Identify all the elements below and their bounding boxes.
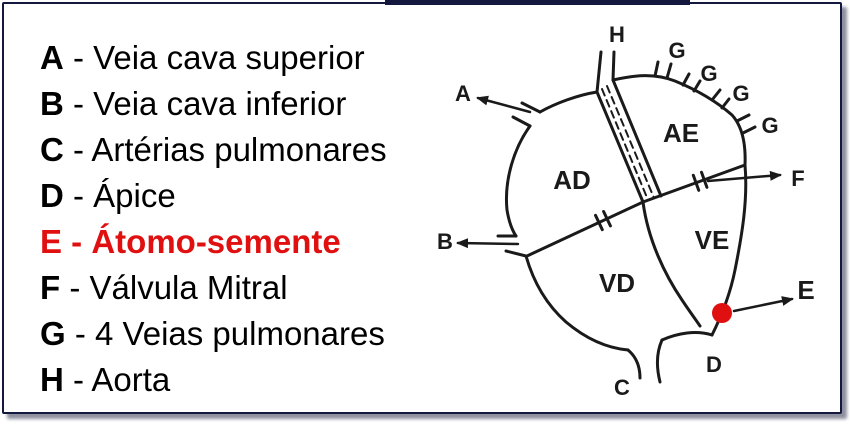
marker-e: E (797, 275, 814, 305)
arrow-e (732, 296, 794, 313)
legend-separator: - (63, 131, 92, 168)
atrial-septum-wall (595, 90, 645, 204)
legend-text: Válvula Mitral (89, 269, 288, 306)
legend-item-h: H - Aorta (40, 357, 387, 403)
legend-text: Artérias pulmonares (91, 131, 387, 168)
marker-b: B (437, 229, 453, 254)
pulmonary-vein-1-wall (665, 62, 673, 80)
heart-outline-top-left (538, 90, 599, 114)
legend-letter: A (40, 39, 64, 76)
legend-item-a: A - Veia cava superior (40, 35, 387, 81)
marker-g-4: G (761, 113, 778, 138)
legend-list: A - Veia cava superior B - Veia cava inf… (40, 35, 387, 403)
legend-separator: - (63, 177, 94, 214)
heart-outline-left-bottom (524, 254, 630, 352)
legend-letter: F (40, 269, 61, 306)
legend-separator: - (63, 361, 92, 398)
pulmonary-vein-1-wall (653, 60, 660, 78)
marker-h: H (609, 22, 625, 47)
arrow-a (476, 95, 532, 114)
atrial-septum-dashed (606, 85, 655, 199)
figure-frame (2, 2, 842, 414)
pulmonary-artery-wall (655, 338, 664, 384)
label-left-ventricle: VE (695, 225, 730, 255)
legend-separator: - (62, 223, 92, 260)
pulmonary-vein-2-wall (681, 72, 691, 87)
av-plane-left-side (641, 163, 747, 204)
label-left-atrium: AE (663, 118, 699, 148)
legend-text: Ápice (93, 177, 176, 214)
label-right-ventricle: VD (599, 268, 635, 298)
legend-item-f: F - Válvula Mitral (40, 265, 387, 311)
aorta-wall-right (611, 50, 616, 82)
pulmonary-vein-3-wall (710, 88, 722, 102)
legend-item-e-highlighted: E - Átomo-semente (40, 219, 387, 265)
marker-f: F (791, 166, 804, 191)
atrial-septum-wall (611, 78, 663, 198)
marker-g-3: G (732, 81, 749, 106)
inferior-vena-cava-wall (504, 249, 528, 258)
legend-letter: D (40, 177, 64, 214)
pulmonary-vein-4-wall (741, 125, 757, 135)
legend-text: Veia cava inferior (93, 85, 347, 122)
frame-top-accent (385, 0, 690, 5)
legend-item-c: C - Artérias pulmonares (40, 127, 387, 173)
tricuspid-valve-mark (594, 213, 604, 232)
av-plane-right-side (525, 200, 645, 258)
arrow-b (456, 238, 520, 249)
label-right-atrium: AD (553, 165, 591, 195)
legend-text: Veia cava superior (93, 39, 365, 76)
tricuspid-valve-mark (602, 210, 612, 228)
pulmonary-vein-3-wall (720, 97, 731, 110)
legend-separator: - (63, 85, 94, 122)
arrow-f (706, 170, 782, 183)
legend-letter: H (40, 361, 64, 398)
superior-vena-cava-wall (511, 115, 532, 128)
seed-atom-dot (712, 303, 732, 323)
pulmonary-vein-2-wall (692, 79, 702, 93)
pulmonary-vein-4-wall (735, 113, 751, 123)
heart-strokes (456, 50, 794, 384)
mitral-valve-mark (691, 173, 701, 192)
aorta-wall-left (595, 50, 603, 94)
marker-d: D (706, 352, 722, 377)
atrial-septum-dashed (601, 88, 649, 201)
marker-g-1: G (668, 38, 685, 63)
marker-c: C (614, 375, 630, 400)
legend-item-d: D - Ápice (40, 173, 387, 219)
legend-item-b: B - Veia cava inferior (40, 81, 387, 127)
legend-item-g: G - 4 Veias pulmonares (40, 311, 387, 357)
pulmonary-artery-wall (626, 348, 642, 380)
mitral-valve-mark (700, 170, 709, 189)
legend-text: Aorta (91, 361, 171, 398)
legend-separator: - (65, 315, 95, 352)
legend-letter: E (40, 223, 63, 260)
legend-separator: - (63, 39, 94, 76)
superior-vena-cava-wall (520, 101, 542, 114)
legend-letter: C (40, 131, 64, 168)
marker-a: A (455, 81, 471, 106)
heart-outline-apex (660, 331, 714, 342)
legend-text: 4 Veias pulmonares (95, 315, 385, 352)
legend-letter: G (40, 315, 66, 352)
interventricular-septum (641, 200, 702, 328)
heart-outline-left (504, 124, 532, 238)
legend-text: Átomo-semente (91, 223, 341, 260)
marker-g-2: G (700, 61, 717, 86)
legend-letter: B (40, 85, 64, 122)
legend-separator: - (60, 269, 90, 306)
